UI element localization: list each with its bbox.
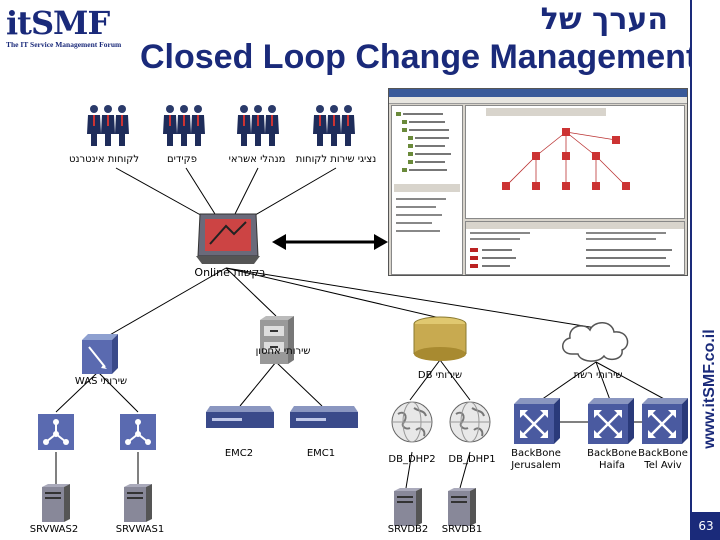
was-services-label: WAS שירותי (66, 376, 136, 387)
site-url: www.itSMF.co.il (701, 319, 719, 459)
network-cloud-icon (558, 316, 634, 364)
storage-unit-label: EMC1 (296, 448, 346, 459)
db-service-icon (412, 316, 468, 362)
server-tower-icon (394, 488, 422, 526)
db-host-label: DB_DHP1 (440, 454, 504, 465)
storage-array-icon (204, 406, 274, 430)
db-services-label: DB שירותי (410, 370, 470, 381)
network-switch-icon (642, 398, 688, 444)
backbone-label: BackBone Tel Aviv (636, 448, 690, 472)
db-host-label: DB_DHP2 (380, 454, 444, 465)
server-tower-icon (124, 484, 152, 522)
storage-services-label: שירותי אחסון (248, 346, 318, 357)
network-switch-icon (514, 398, 560, 444)
online-requests-label: Online בקשות (190, 266, 270, 279)
server-tower-icon (448, 488, 476, 526)
globe-icon (390, 400, 434, 444)
was-hub-icon (118, 412, 158, 452)
page-number: 63 (692, 512, 720, 540)
server-label: SRVDB1 (430, 524, 494, 535)
was-service-icon (82, 334, 118, 374)
backbone-label: BackBone Jerusalem (504, 448, 568, 472)
backbone-label: BackBone Haifa (584, 448, 640, 472)
storage-array-icon (288, 406, 358, 430)
server-label: SRVWAS2 (22, 524, 86, 535)
was-hub-icon (36, 412, 76, 452)
server-tower-icon (42, 484, 70, 522)
right-sidebar: www.itSMF.co.il 63 (690, 0, 720, 540)
storage-unit-label: EMC2 (214, 448, 264, 459)
network-services-label: שירותי רשת (568, 370, 628, 381)
network-switch-icon (588, 398, 634, 444)
globe-icon (448, 400, 492, 444)
online-workstation-icon (196, 212, 262, 266)
server-label: SRVWAS1 (108, 524, 172, 535)
bidirectional-arrow-icon (272, 234, 388, 250)
